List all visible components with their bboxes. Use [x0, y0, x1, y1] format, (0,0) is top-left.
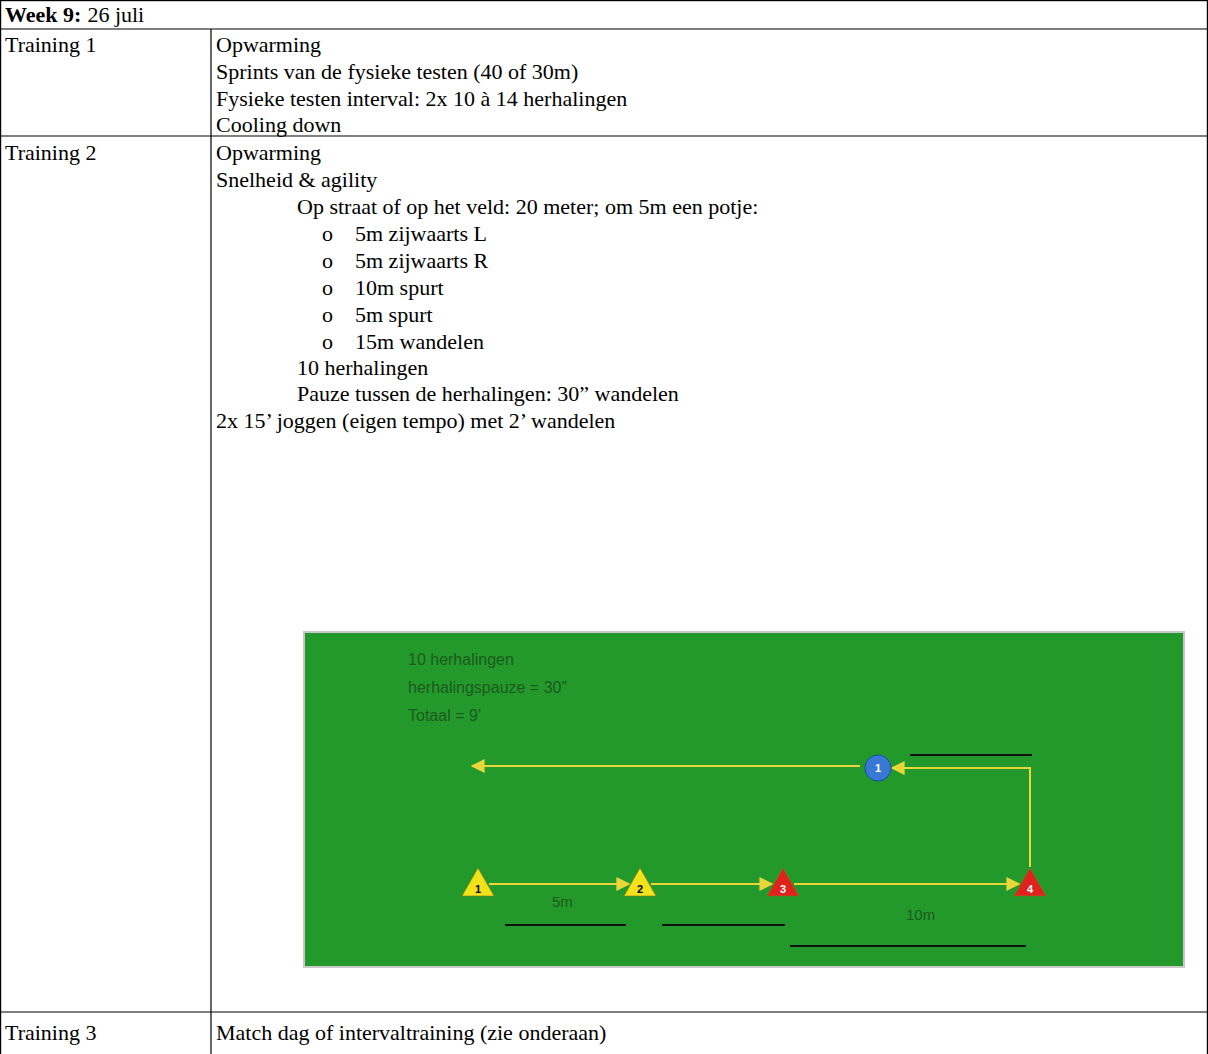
bullet-mark: o [322, 221, 333, 247]
measure-line [910, 754, 1032, 756]
row-line [0, 28, 1208, 29]
schedule-text: 5m spurt [355, 302, 433, 328]
measure-line [505, 924, 626, 926]
run-arrow [489, 883, 629, 885]
marker-cone: 3 [766, 867, 800, 897]
schedule-text: Opwarming [216, 140, 321, 166]
node-number: 4 [1013, 867, 1047, 895]
schedule-text: Pauze tussen de herhalingen: 30” wandele… [297, 381, 679, 407]
field-frame [303, 631, 1185, 968]
schedule-text: 15m wandelen [355, 329, 484, 355]
node-number: 3 [766, 867, 800, 895]
field-note: 10 herhalingen [408, 650, 514, 670]
measure-lines [505, 755, 1032, 946]
schedule-text: Op straat of op het veld: 20 meter; om 5… [297, 194, 758, 220]
node-number: 1 [461, 867, 495, 895]
row-heading: Training 2 [5, 140, 96, 166]
schedule-text: Snelheid & agility [216, 167, 377, 193]
measure-line [790, 945, 1026, 947]
return-arrow [472, 765, 860, 767]
marker-cone: 2 [623, 867, 657, 897]
marker-cone: 1 [461, 867, 495, 897]
week-heading: Week 9: [5, 2, 81, 28]
week-heading: 26 juli [87, 2, 144, 28]
cone-outline [624, 868, 656, 896]
run-arrow [794, 883, 1019, 885]
cone-outline [1014, 868, 1046, 896]
bullet-mark: o [322, 329, 333, 355]
node-number: 1 [864, 754, 892, 774]
distance-label: 5m [552, 893, 573, 911]
column-line [210, 29, 211, 1054]
schedule-text: 10 herhalingen [297, 355, 428, 381]
position-dot: 1 [864, 754, 892, 782]
schedule-text: Match dag of intervaltraining (zie onder… [216, 1020, 606, 1046]
schedule-text: Fysieke testen interval: 2x 10 à 14 herh… [216, 86, 627, 112]
measure-line [662, 924, 785, 926]
schedule-text: Sprints van de fysieke testen (40 of 30m… [216, 59, 578, 85]
schedule-text: 2x 15’ joggen (eigen tempo) met 2’ wande… [216, 408, 615, 434]
cone-outline [767, 868, 799, 896]
marker-cone: 4 [1013, 867, 1047, 897]
schedule-text: 5m zijwaarts R [355, 248, 488, 274]
row-heading: Training 1 [5, 32, 96, 58]
dot-outline [865, 755, 891, 781]
field-ground [305, 633, 1183, 966]
row-line [0, 135, 1208, 136]
run-arrow [892, 768, 1030, 867]
schedule-text: Opwarming [216, 32, 321, 58]
bullet-mark: o [322, 275, 333, 301]
field-note: Totaal = 9’ [408, 706, 481, 726]
cone-outline [462, 868, 494, 896]
node-number: 2 [623, 867, 657, 895]
distance-label: 10m [906, 906, 935, 924]
row-heading: Training 3 [5, 1020, 96, 1046]
schedule-text: Cooling down [216, 112, 341, 138]
schedule-text: 10m spurt [355, 275, 444, 301]
bullet-mark: o [322, 302, 333, 328]
run-arrow [651, 883, 772, 885]
row-line [0, 1011, 1208, 1012]
field-note: herhalingspauze = 30” [408, 678, 567, 698]
schedule-text: 5m zijwaarts L [355, 221, 487, 247]
bullet-mark: o [322, 248, 333, 274]
